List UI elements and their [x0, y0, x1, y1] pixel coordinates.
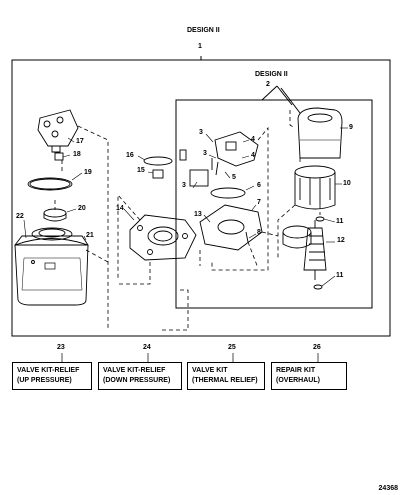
callout: 8	[257, 229, 261, 236]
kit-box-up-pressure: VALVE KIT-RELIEF (UP PRESSURE)	[12, 362, 92, 390]
callout: 11	[336, 218, 344, 225]
pump-valve-17	[37, 109, 79, 153]
kit-number: 24	[143, 344, 151, 351]
pump-body-14	[129, 214, 197, 261]
kit-box-down-pressure: VALVE KIT-RELIEF (DOWN PRESSURE)	[98, 362, 182, 390]
brush-plate	[282, 225, 312, 249]
motor-cover-9	[297, 107, 343, 159]
callout: 6	[257, 182, 261, 189]
callout: 19	[84, 169, 92, 176]
callout: 3	[199, 129, 203, 136]
callout: 14	[116, 205, 124, 212]
outer-frame	[11, 59, 391, 337]
valve-assembly-top	[179, 131, 259, 187]
callout: 9	[349, 124, 353, 131]
design-label: DESIGN II	[187, 27, 220, 34]
o-ring-19	[27, 177, 73, 191]
callout: 7	[257, 199, 261, 206]
o-ring-6	[210, 187, 246, 199]
kit-number: 25	[228, 344, 236, 351]
callout-leaders	[23, 127, 348, 287]
check-valve-15	[152, 169, 164, 179]
callout: 22	[16, 213, 24, 220]
callout: 4	[251, 152, 255, 159]
valve-body-13	[199, 204, 263, 251]
callout: 4	[251, 136, 255, 143]
callout: 12	[337, 237, 345, 244]
assembly-lines	[54, 110, 321, 331]
kit-line2: (THERMAL RELIEF)	[192, 377, 258, 384]
kit-number: 26	[313, 344, 321, 351]
armature-12	[303, 220, 327, 280]
kit-leaders	[61, 353, 319, 362]
subassembly-design-number: 2	[266, 81, 270, 88]
kit-line1: VALVE KIT	[192, 367, 228, 374]
callout: 17	[76, 138, 84, 145]
callout: 18	[73, 151, 81, 158]
callout: 15	[137, 167, 145, 174]
callout: 3	[203, 150, 207, 157]
reservoir-group	[14, 227, 89, 306]
kit-box-overhaul: REPAIR KIT (OVERHAUL)	[271, 362, 347, 390]
o-ring-16	[143, 156, 173, 166]
callout: 20	[78, 205, 86, 212]
kit-line1: VALVE KIT-RELIEF	[17, 367, 80, 374]
subassembly-frame	[175, 99, 373, 309]
kit-number: 23	[57, 344, 65, 351]
kit-line2: (DOWN PRESSURE)	[103, 377, 171, 384]
field-frame-10	[294, 165, 336, 210]
kit-line1: REPAIR KIT	[276, 367, 316, 374]
kit-line2: (UP PRESSURE)	[17, 377, 72, 384]
kit-box-thermal-relief: VALVE KIT (THERMAL RELIEF)	[187, 362, 265, 390]
kit-line2: (OVERHAUL)	[276, 377, 320, 384]
fitting-18	[54, 152, 64, 161]
filler-cap	[43, 208, 67, 222]
callout: 3	[182, 182, 186, 189]
callout: 5	[232, 174, 236, 181]
callout: 10	[343, 180, 351, 187]
callout: 16	[126, 152, 134, 159]
subassembly-design-label: DESIGN II	[255, 71, 288, 78]
callout: 11	[336, 272, 344, 279]
callout: 21	[86, 232, 94, 239]
reference-number: 24368	[378, 485, 398, 492]
kit-line1: VALVE KIT-RELIEF	[103, 367, 166, 374]
callout: 13	[194, 211, 202, 218]
design-number: 1	[198, 43, 202, 50]
